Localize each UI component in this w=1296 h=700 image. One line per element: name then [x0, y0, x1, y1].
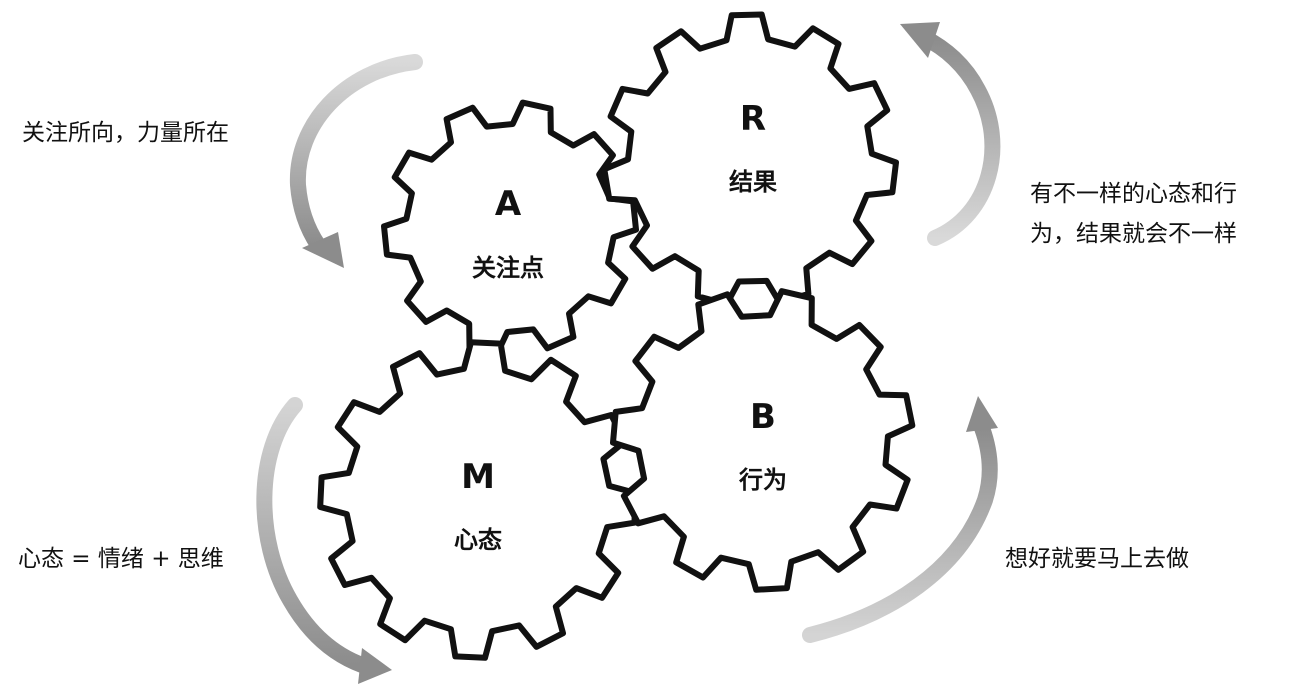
note-result-line1: 有不一样的心态和行: [1030, 181, 1237, 207]
gear-icon: [601, 11, 899, 308]
gear-r-letter: R: [740, 99, 766, 139]
gear-b-letter: B: [750, 397, 776, 437]
note-attention: 关注所向，力量所在: [22, 120, 229, 146]
gear-icon: [610, 288, 916, 593]
gear-a-label: 关注点: [472, 254, 544, 282]
note-behavior: 想好就要马上去做: [1005, 546, 1189, 572]
gear-a-letter: A: [495, 184, 522, 224]
curved-arrow-icon: [900, 22, 1001, 246]
gear-icon: [381, 99, 639, 357]
curved-arrow-icon: [256, 397, 392, 684]
gear-b-label: 行为: [738, 466, 787, 494]
note-result-line2: 为，结果就会不一样: [1030, 221, 1237, 247]
gear-icon: [317, 339, 639, 661]
gear-m-label: 心态: [454, 526, 502, 554]
note-mindset: 心态 = 情绪 + 思维: [18, 546, 224, 572]
curved-arrow-icon: [802, 396, 998, 643]
curved-arrow-icon: [289, 54, 423, 268]
gear-m-letter: M: [461, 457, 495, 497]
gear-r-label: 结果: [729, 168, 777, 196]
